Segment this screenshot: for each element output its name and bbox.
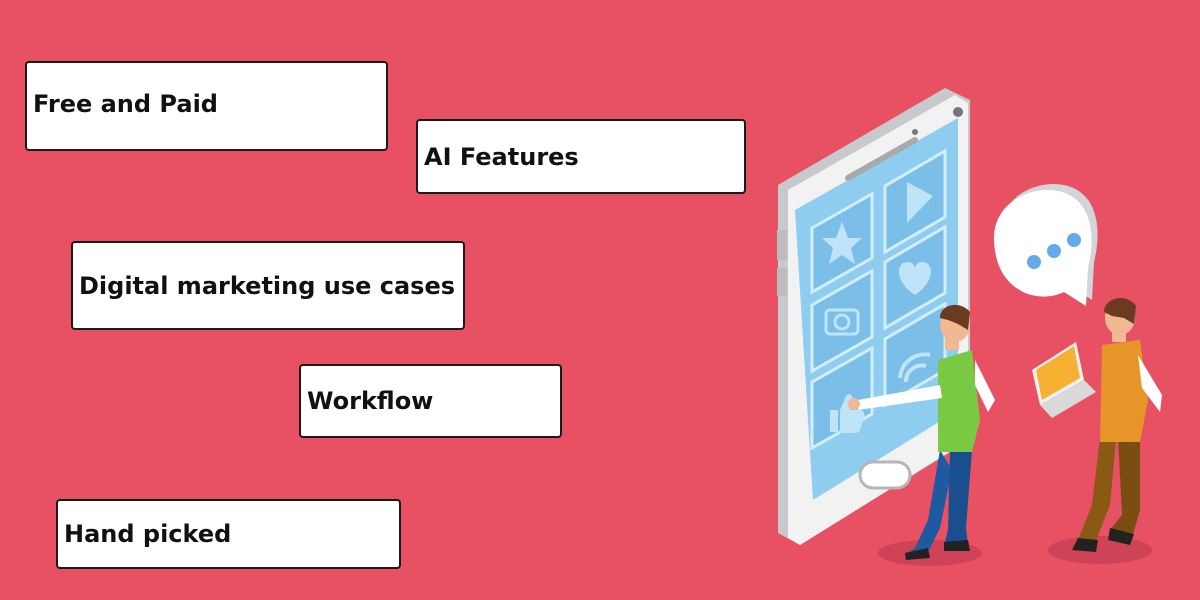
label-workflow-text: Workflow: [307, 387, 434, 415]
wifi-icon: [898, 352, 931, 383]
label-ai-features: AI Features: [416, 119, 746, 194]
label-free-and-paid: Free and Paid: [25, 61, 388, 151]
person-left: [848, 304, 995, 560]
play-icon: [907, 182, 933, 223]
laptop-icon: [1032, 342, 1096, 418]
speech-bubble-icon: [994, 184, 1098, 306]
person-right: [1032, 298, 1162, 552]
tile-like: [810, 345, 874, 451]
label-digital-marketing: Digital marketing use cases: [71, 241, 465, 330]
tile-camera: [810, 268, 874, 374]
label-free-and-paid-text: Free and Paid: [33, 90, 218, 118]
home-button: [858, 460, 912, 490]
camera-icon: [824, 308, 860, 336]
star-icon: [822, 222, 862, 264]
heart-icon: [898, 262, 932, 295]
thumbs-up-icon: [830, 394, 865, 433]
label-digital-marketing-text: Digital marketing use cases: [79, 271, 456, 300]
label-workflow: Workflow: [299, 364, 562, 438]
label-hand-picked-text: Hand picked: [64, 520, 232, 548]
label-ai-features-text: AI Features: [424, 142, 579, 171]
label-hand-picked: Hand picked: [56, 499, 401, 569]
shadow-right-person: [1048, 536, 1152, 564]
